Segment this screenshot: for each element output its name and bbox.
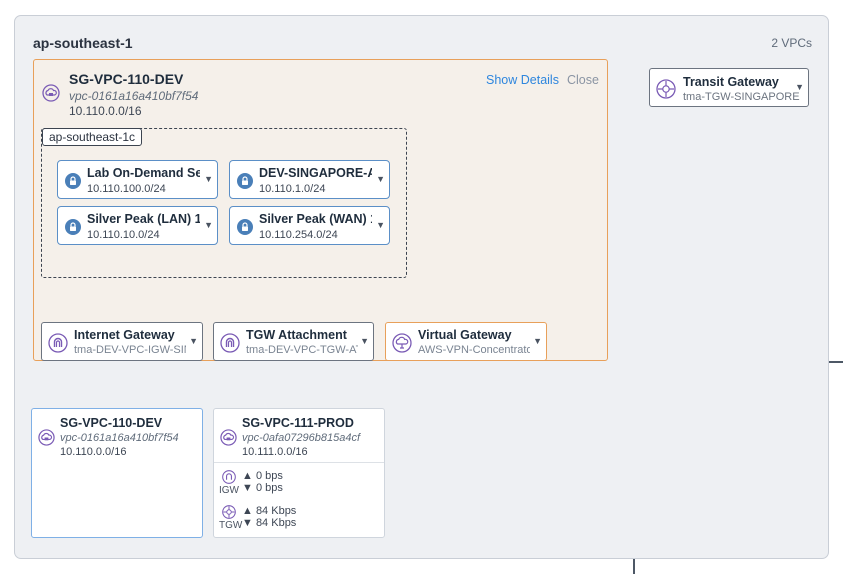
chevron-down-icon[interactable]: ▼ <box>189 336 198 346</box>
subnet-cidr: 10.110.10.0/24 <box>87 229 160 241</box>
tgw-metric: TGW ▲ 84 Kbps ▼ 84 Kbps <box>218 505 338 535</box>
gateway-type: Internet Gateway <box>74 328 175 342</box>
metric-up: ▲ 0 bps <box>242 470 283 482</box>
transit-gateway-card[interactable]: Transit Gateway tma-TGW-SINGAPORE ▼ <box>649 68 809 107</box>
subnet-name: Silver Peak (LAN) 1c <box>87 212 200 226</box>
show-details-link[interactable]: Show Details <box>486 73 559 87</box>
region-title: ap-southeast-1 <box>33 35 133 51</box>
transit-gateway-icon <box>222 505 236 519</box>
gateway-name: tma-DEV-VPC-IGW-SINGAPORE <box>74 344 186 356</box>
gateway-name: tma-TGW-SINGAPORE <box>683 91 800 103</box>
gateway-name: AWS-VPN-Concentrator <box>418 344 530 356</box>
subnet-name: Lab On-Demand Services <box>87 166 200 180</box>
metric-down: ▼ 0 bps <box>242 482 283 494</box>
lock-icon <box>237 173 253 189</box>
gateway-type: TGW Attachment <box>246 328 347 342</box>
vpc-id: vpc-0161a16a410bf7f54 <box>69 89 199 103</box>
card-divider <box>214 462 384 463</box>
chevron-down-icon[interactable]: ▼ <box>360 336 369 346</box>
close-link[interactable]: Close <box>567 73 599 87</box>
vpc-id: vpc-0afa07296b815a4cf <box>242 432 361 444</box>
lock-icon <box>237 219 253 235</box>
vpc-name: SG-VPC-110-DEV <box>69 71 184 87</box>
vpc-icon <box>220 429 237 446</box>
vpc-cidr: 10.110.0.0/16 <box>60 446 127 458</box>
availability-zone-label: ap-southeast-1c <box>42 128 143 146</box>
internet-gateway-card[interactable]: Internet Gateway tma-DEV-VPC-IGW-SINGAPO… <box>41 322 203 361</box>
subnet-card[interactable]: Lab On-Demand Services 10.110.100.0/24 ▼ <box>57 160 218 199</box>
tgw-attachment-card[interactable]: TGW Attachment tma-DEV-VPC-TGW-ATTACHMEN… <box>213 322 374 361</box>
subnet-name: DEV-SINGAPORE-AZ1c <box>259 166 372 180</box>
gateway-name: tma-DEV-VPC-TGW-ATTACHMENT <box>246 344 358 356</box>
lock-icon <box>65 219 81 235</box>
vpc-count: 2 VPCs <box>771 36 812 50</box>
chevron-down-icon[interactable]: ▼ <box>204 174 213 184</box>
subnet-cidr: 10.110.1.0/24 <box>259 183 326 195</box>
vpc-name: SG-VPC-110-DEV <box>60 416 163 430</box>
vpc-icon <box>38 429 55 446</box>
expanded-vpc: SG-VPC-110-DEV vpc-0161a16a410bf7f54 10.… <box>33 59 608 361</box>
subnet-cidr: 10.110.100.0/24 <box>87 183 166 195</box>
metric-up: ▲ 84 Kbps <box>242 505 297 517</box>
internet-gateway-icon <box>222 470 236 484</box>
igw-metric: IGW ▲ 0 bps ▼ 0 bps <box>218 470 338 500</box>
metric-label: TGW <box>219 520 243 531</box>
vpc-id: vpc-0161a16a410bf7f54 <box>60 432 179 444</box>
virtual-gateway-icon <box>392 333 412 353</box>
transit-gateway-icon <box>656 79 676 99</box>
chevron-down-icon[interactable]: ▼ <box>376 174 385 184</box>
lock-icon <box>65 173 81 189</box>
vpc-card[interactable]: SG-VPC-111-PROD vpc-0afa07296b815a4cf 10… <box>213 408 385 538</box>
gateway-type: Transit Gateway <box>683 75 779 89</box>
tgw-attachment-icon <box>220 333 240 353</box>
chevron-down-icon[interactable]: ▼ <box>795 82 804 92</box>
chevron-down-icon[interactable]: ▼ <box>533 336 542 346</box>
vpc-icon <box>42 84 60 102</box>
subnet-card[interactable]: Silver Peak (WAN) 1c 10.110.254.0/24 ▼ <box>229 206 390 245</box>
metric-label: IGW <box>219 485 239 496</box>
vpc-name: SG-VPC-111-PROD <box>242 416 354 430</box>
subnet-card[interactable]: DEV-SINGAPORE-AZ1c 10.110.1.0/24 ▼ <box>229 160 390 199</box>
gateway-type: Virtual Gateway <box>418 328 512 342</box>
vpc-card[interactable]: SG-VPC-110-DEV vpc-0161a16a410bf7f54 10.… <box>31 408 203 538</box>
metric-down: ▼ 84 Kbps <box>242 517 297 529</box>
availability-zone-box: ap-southeast-1c Lab On-Demand Services 1… <box>41 128 407 278</box>
chevron-down-icon[interactable]: ▼ <box>204 220 213 230</box>
internet-gateway-icon <box>48 333 68 353</box>
subnet-cidr: 10.110.254.0/24 <box>259 229 338 241</box>
virtual-gateway-card[interactable]: Virtual Gateway AWS-VPN-Concentrator ▼ <box>385 322 547 361</box>
chevron-down-icon[interactable]: ▼ <box>376 220 385 230</box>
vpc-cidr: 10.111.0.0/16 <box>242 446 308 458</box>
vpc-cidr: 10.110.0.0/16 <box>69 104 142 118</box>
subnet-name: Silver Peak (WAN) 1c <box>259 212 372 226</box>
subnet-card[interactable]: Silver Peak (LAN) 1c 10.110.10.0/24 ▼ <box>57 206 218 245</box>
